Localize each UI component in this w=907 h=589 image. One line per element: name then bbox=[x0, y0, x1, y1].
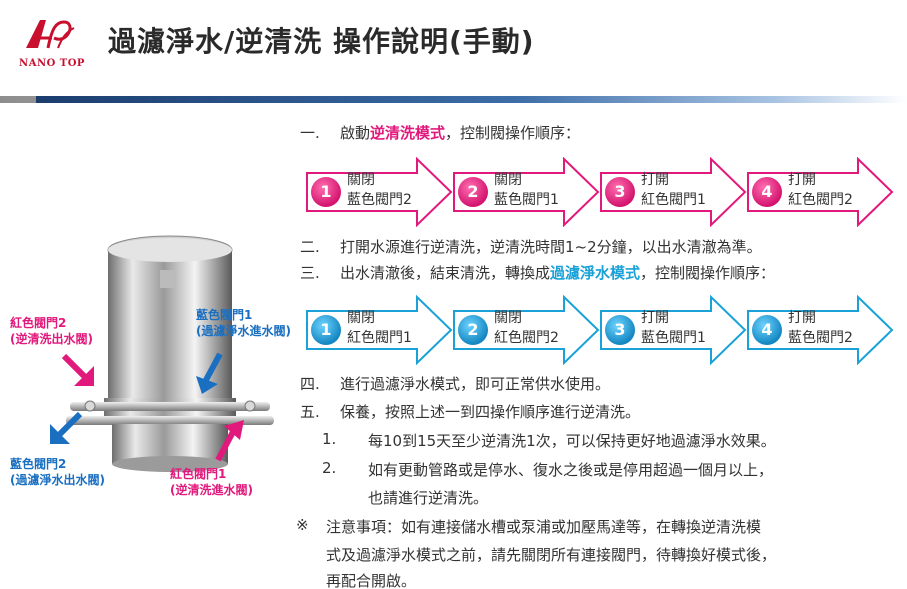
chevron-arrow-icon bbox=[453, 295, 600, 365]
step-action: 打開 bbox=[641, 310, 669, 326]
chevron-arrow-icon bbox=[306, 295, 453, 365]
flow2-step-4: 4 打開 藍色閥門2 bbox=[746, 295, 894, 365]
backwash-valve-sequence: 1 關閉 藍色閥門2 2 關閉 藍色閥門1 3 打開 紅色閥門1 4 打開 紅色… bbox=[305, 157, 895, 227]
sec2-text: 打開水源進行逆清洗，逆清洗時間1~2分鐘，以出水清澈為準。 bbox=[340, 238, 762, 256]
brand-logo: NANO TOP bbox=[12, 14, 92, 74]
sec1-number: 一. bbox=[300, 124, 320, 142]
step-valve: 紅色閥門2 bbox=[494, 330, 559, 346]
filter-mode-highlight: 過濾淨水模式 bbox=[550, 264, 641, 282]
step-valve: 紅色閥門2 bbox=[788, 192, 853, 208]
sec5-text: 保養，按照上述一到四操作順序進行逆清洗。 bbox=[340, 403, 641, 421]
label-red-valve-2: 紅色閥門2(逆清洗出水閥) bbox=[10, 316, 93, 346]
step-badge: 3 bbox=[605, 315, 635, 345]
flow1-step-4: 4 打開 紅色閥門2 bbox=[746, 157, 894, 227]
sec5-item2-number: 2. bbox=[322, 459, 337, 477]
brand-name: NANO TOP bbox=[19, 58, 85, 69]
logo-mark-icon bbox=[26, 20, 75, 49]
note-line-1: 注意事項：如有連接儲水槽或泵浦或加壓馬達等，在轉換逆清洗模 bbox=[326, 518, 762, 536]
sec5-item2-text-cont: 也請進行逆清洗。 bbox=[368, 489, 489, 507]
step-badge: 4 bbox=[752, 177, 782, 207]
flow2-step-2: 2 關閉 紅色閥門2 bbox=[452, 295, 600, 365]
chevron-arrow-icon bbox=[306, 157, 453, 227]
note-line-2: 式及過濾淨水模式之前，請先關閉所有連接閥門，待轉換好模式後， bbox=[326, 546, 777, 564]
chevron-arrow-icon bbox=[453, 157, 600, 227]
step-badge: 1 bbox=[311, 315, 341, 345]
step-badge: 1 bbox=[311, 177, 341, 207]
step-badge: 3 bbox=[605, 177, 635, 207]
step-action: 關閉 bbox=[494, 172, 522, 188]
step-valve: 藍色閥門2 bbox=[347, 192, 412, 208]
chevron-arrow-icon bbox=[747, 295, 894, 365]
pink-arrow-icon bbox=[215, 420, 244, 462]
filter-canister-icon bbox=[66, 235, 274, 472]
flow2-step-3: 3 打開 藍色閥門1 bbox=[599, 295, 747, 365]
sec3-text: 出水清澈後，結束清洗，轉換成過濾淨水模式，控制閥操作順序： bbox=[340, 264, 776, 282]
note-line-3: 再配合開啟。 bbox=[326, 572, 417, 589]
step-action: 關閉 bbox=[347, 310, 375, 326]
sec5-item2-text: 如有更動管路或是停水、復水之後或是停用超過一個月以上， bbox=[368, 461, 774, 479]
step-badge: 4 bbox=[752, 315, 782, 345]
label-blue-valve-2: 藍色閥門2(過濾淨水出水閥) bbox=[10, 457, 105, 487]
blue-arrow-icon bbox=[50, 411, 83, 444]
water-filter-illustration bbox=[60, 230, 280, 490]
flow1-step-1: 1 關閉 藍色閥門2 bbox=[305, 157, 453, 227]
step-action: 打開 bbox=[641, 172, 669, 188]
chevron-arrow-icon bbox=[600, 295, 747, 365]
step-badge: 2 bbox=[458, 315, 488, 345]
sec5-item1-number: 1. bbox=[322, 430, 337, 448]
label-blue-valve-1: 藍色閥門1(過濾淨水進水閥) bbox=[196, 308, 291, 338]
page-title: 過濾淨水/逆清洗 操作說明(手動) bbox=[108, 25, 535, 58]
step-action: 打開 bbox=[788, 310, 816, 326]
flow1-step-3: 3 打開 紅色閥門1 bbox=[599, 157, 747, 227]
note-mark: ※ bbox=[296, 516, 309, 534]
sec5-item1-text: 每10到15天至少逆清洗1次，可以保持更好地過濾淨水效果。 bbox=[368, 432, 776, 450]
step-valve: 藍色閥門1 bbox=[641, 330, 706, 346]
pink-arrow-icon bbox=[61, 353, 94, 386]
filter-valve-sequence: 1 關閉 紅色閥門1 2 關閉 紅色閥門2 3 打開 藍色閥門1 4 打開 藍色… bbox=[305, 295, 895, 365]
step-action: 打開 bbox=[788, 172, 816, 188]
flow2-step-1: 1 關閉 紅色閥門1 bbox=[305, 295, 453, 365]
chevron-arrow-icon bbox=[747, 157, 894, 227]
backwash-mode-highlight: 逆清洗模式 bbox=[370, 124, 446, 142]
label-red-valve-1: 紅色閥門1(逆清洗進水閥) bbox=[170, 467, 253, 497]
sec4-text: 進行過濾淨水模式，即可正常供水使用。 bbox=[340, 375, 611, 393]
step-action: 關閉 bbox=[494, 310, 522, 326]
sec2-number: 二. bbox=[300, 238, 320, 256]
header-divider-blue bbox=[36, 96, 907, 103]
chevron-arrow-icon bbox=[600, 157, 747, 227]
step-valve: 紅色閥門1 bbox=[347, 330, 412, 346]
step-valve: 藍色閥門1 bbox=[494, 192, 559, 208]
step-valve: 紅色閥門1 bbox=[641, 192, 706, 208]
sec5-number: 五. bbox=[300, 403, 320, 421]
step-action: 關閉 bbox=[347, 172, 375, 188]
blue-arrow-icon bbox=[196, 352, 223, 394]
step-valve: 藍色閥門2 bbox=[788, 330, 853, 346]
step-badge: 2 bbox=[458, 177, 488, 207]
flow1-step-2: 2 關閉 藍色閥門1 bbox=[452, 157, 600, 227]
sec3-number: 三. bbox=[300, 264, 320, 282]
sec1-text: 啟動逆清洗模式，控制閥操作順序： bbox=[340, 124, 581, 142]
sec4-number: 四. bbox=[300, 375, 320, 393]
